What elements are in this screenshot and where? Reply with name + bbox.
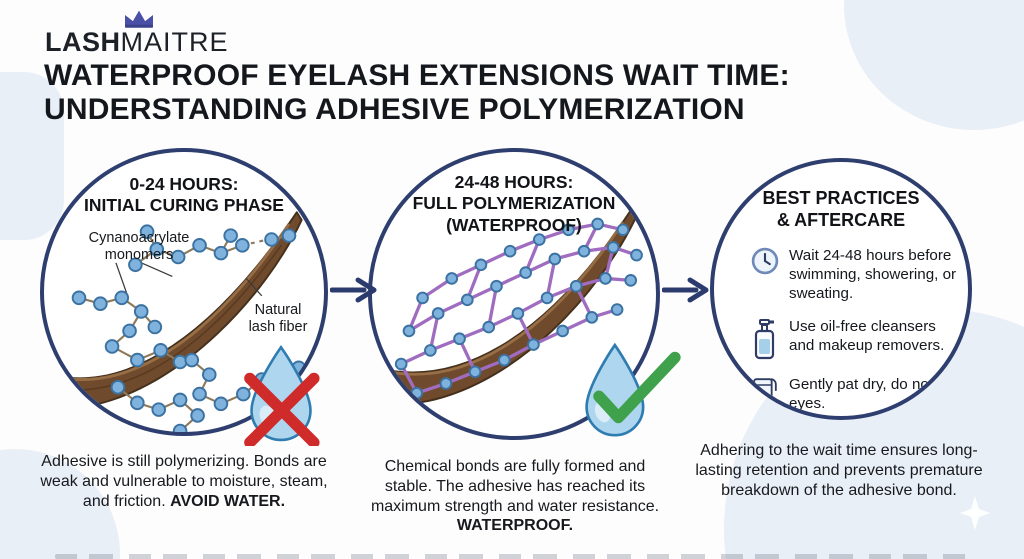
page-title-line2: UNDERSTANDING ADHESIVE POLYMERIZATION	[44, 92, 745, 126]
sparkle-icon	[960, 496, 990, 530]
stage-1-caption-bold: AVOID WATER.	[170, 492, 286, 510]
natural-lash-fiber-label: Natural lash fiber	[230, 302, 324, 335]
stage-1-heading-line2: INITIAL CURING PHASE	[84, 195, 284, 216]
cropped-text-strip	[55, 554, 969, 559]
stage-2-heading-line3: (WATERPROOF)	[446, 214, 582, 235]
aftercare-item-cleansers: Use oil-free cleansers and makeup remove…	[750, 317, 962, 361]
page-title-line1: WATERPROOF EYELASH EXTENSIONS WAIT TIME:	[44, 59, 790, 92]
aftercare-text-cleansers: Use oil-free cleansers and makeup remove…	[789, 318, 945, 354]
page-title: WATERPROOF EYELASH EXTENSIONS WAIT TIME:…	[44, 59, 974, 127]
clock-icon	[751, 247, 779, 275]
aftercare-text-pat-dry: Gently pat dry, do not rub eyes.	[789, 376, 960, 412]
stage-3-caption: Adhering to the wait time ensures long-l…	[688, 441, 990, 500]
stage-2-heading: 24-48 HOURS: FULL POLYMERIZATION (WATERP…	[372, 172, 656, 236]
brand-name-bold: LASH	[45, 27, 121, 57]
aftercare-list: Wait 24-48 hours before swimming, shower…	[750, 246, 962, 413]
bottle-icon	[754, 319, 775, 360]
stage-3-heading-line1: BEST PRACTICES	[762, 188, 920, 208]
flow-arrow-icon	[330, 277, 377, 303]
stage-1-caption: Adhesive is still polymerizing. Bonds ar…	[34, 452, 334, 511]
aftercare-text-wait: Wait 24-48 hours before swimming, shower…	[789, 247, 957, 302]
stage-2-caption-text: Chemical bonds are fully formed and stab…	[370, 458, 660, 515]
stage-2-caption-bold: WATERPROOF.	[456, 517, 574, 535]
polymer-mesh-diagram	[375, 209, 643, 404]
stage-3-circle: BEST PRACTICES & AFTERCARE Wait 24-48 ho…	[710, 158, 972, 420]
stage-1-heading-line1: 0-24 HOURS:	[129, 174, 239, 194]
crown-icon	[125, 10, 153, 28]
brand-name: LASHMAITRE	[45, 27, 229, 58]
stage-2-caption: Chemical bonds are fully formed and stab…	[364, 457, 666, 536]
brand-logo: LASHMAITRE	[45, 8, 229, 57]
stage-2-heading-line2: FULL POLYMERIZATION	[412, 193, 616, 214]
monomers-label-line2: monomers	[104, 246, 174, 263]
monomers-label: Cynanoacrylate monomers	[72, 230, 206, 263]
aftercare-item-wait: Wait 24-48 hours before swimming, shower…	[750, 246, 962, 303]
stage-2-heading-line1: 24-48 HOURS:	[454, 172, 574, 192]
fiber-label-line1: Natural	[254, 302, 302, 318]
monomers-label-line1: Cynanoacrylate	[88, 230, 190, 246]
monomer-diagram	[46, 211, 307, 432]
fiber-label-line2: lash fiber	[248, 318, 308, 335]
stage-3-caption-text: Adhering to the wait time ensures long-l…	[695, 442, 983, 499]
background-blob	[0, 72, 64, 240]
flow-arrow-icon	[662, 277, 709, 303]
brand-name-light: MAITRE	[120, 27, 229, 57]
stage-1-heading: 0-24 HOURS: INITIAL CURING PHASE	[44, 174, 324, 217]
water-drop-checked-icon	[585, 342, 681, 437]
water-drop-crossed-icon	[244, 344, 320, 446]
towel-icon	[753, 378, 777, 403]
stage-3-heading: BEST PRACTICES & AFTERCARE	[714, 188, 968, 232]
stage-3-heading-line2: & AFTERCARE	[776, 209, 906, 230]
aftercare-item-pat-dry: Gently pat dry, do not rub eyes.	[750, 375, 962, 413]
stage-1-caption-text: Adhesive is still polymerizing. Bonds ar…	[40, 453, 328, 510]
